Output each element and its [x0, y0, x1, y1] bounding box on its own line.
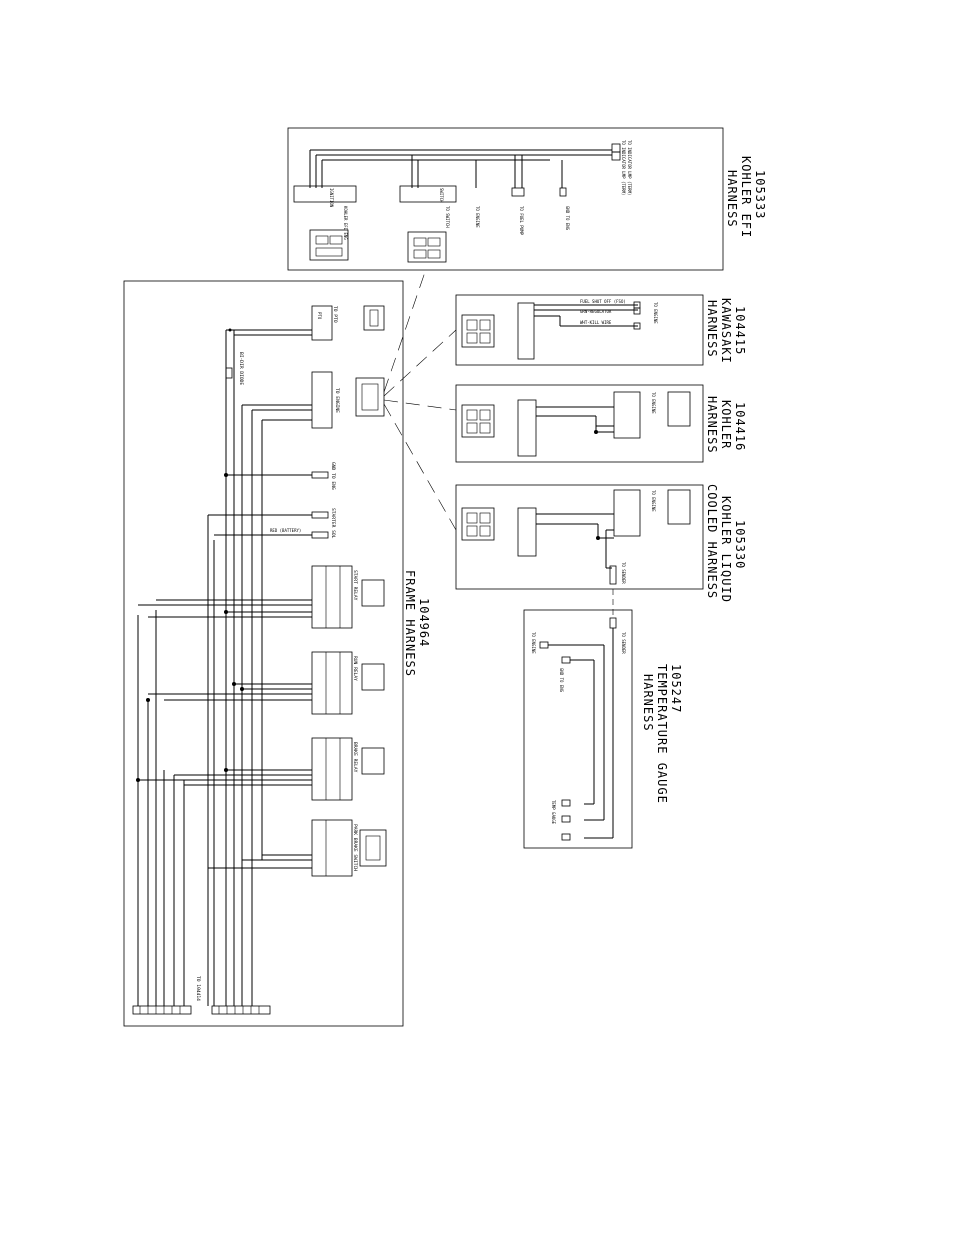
efi-harness-title: 105333 KOHLER EFI HARNESS: [725, 156, 767, 238]
svg-text:HARNESS: HARNESS: [725, 170, 739, 228]
svg-text:WHT-KILL WIRE: WHT-KILL WIRE: [580, 320, 612, 325]
svg-text:GND TO ENG: GND TO ENG: [565, 206, 570, 231]
svg-text:IGNITION: IGNITION: [329, 188, 334, 208]
svg-text:COOLED HARNESS: COOLED HARNESS: [705, 484, 719, 599]
frame-harness-title: 104964 FRAME HARNESS: [403, 570, 431, 677]
svg-text:TO ENGINE: TO ENGINE: [475, 206, 480, 228]
svg-text:FUEL SHUT OFF (FSO): FUEL SHUT OFF (FSO): [580, 299, 626, 304]
efi-fuel-pump-terminal: [511, 187, 525, 197]
svg-text:TO PTO: TO PTO: [332, 306, 338, 323]
kohler-harness-title: 104416 KOHLER HARNESS: [705, 396, 747, 454]
svg-text:FRAME HARNESS: FRAME HARNESS: [403, 570, 417, 677]
efi-indicator-terminal-1: [611, 143, 621, 153]
frame-harness-border: [123, 280, 404, 1027]
efi-switch-plug: [407, 231, 447, 263]
svg-text:105333: 105333: [753, 170, 767, 219]
park-brake-switch: PARK BRAKE SWITCH: [311, 819, 387, 877]
kohler-harness: TO ENGINE 104416 KOHLER HARNESS: [455, 384, 747, 463]
svg-text:START RELAY: START RELAY: [352, 570, 358, 601]
red-battery-label: RED (BATTERY): [270, 528, 301, 533]
starter-terminal-a: [311, 511, 329, 519]
svg-text:BRAKE RELAY: BRAKE RELAY: [352, 742, 358, 773]
svg-text:105247: 105247: [669, 664, 683, 713]
starter-sol-label: STARTER SOL: [330, 508, 336, 539]
kawasaki-harness-border: [455, 294, 704, 366]
svg-text:TO ENGINE: TO ENGINE: [653, 302, 658, 324]
temp-harness-border: [523, 609, 633, 849]
bi-dir-diode-label: BI-DIR DIODE: [238, 352, 244, 385]
efi-harness-border: [287, 127, 724, 271]
svg-text:TO INDICATOR LMP (TERM): TO INDICATOR LMP (TERM): [621, 140, 626, 195]
svg-text:105330: 105330: [733, 520, 747, 569]
liquid-harness-title: 105330 KOHLER LIQUID COOLED HARNESS: [705, 484, 747, 603]
svg-text:104964: 104964: [417, 598, 431, 647]
svg-text:TO SENDER: TO SENDER: [621, 562, 626, 584]
run-relay: RUN RELAY: [311, 651, 385, 715]
kawasaki-harness: FUEL SHUT OFF (FSO) GRN-REGULATOR WHT-KI…: [455, 294, 747, 366]
svg-text:GND TO ENG: GND TO ENG: [559, 668, 564, 693]
temp-harness-title: 105247 TEMPERATURE GAUGE HARNESS: [641, 664, 683, 804]
bi-dir-diode: [225, 367, 233, 379]
svg-text:PARK BRAKE SWITCH: PARK BRAKE SWITCH: [352, 824, 358, 871]
svg-text:KAWASAKI: KAWASAKI: [719, 298, 733, 364]
svg-text:KOHLER EFI: KOHLER EFI: [739, 156, 753, 238]
splice-dots: [136, 328, 244, 782]
engine-connector: TO ENGINE: [311, 371, 385, 429]
start-relay: START RELAY: [311, 565, 385, 629]
efi-gnd-terminal: [559, 187, 567, 197]
svg-text:TO SENDER: TO SENDER: [621, 632, 626, 654]
kawasaki-harness-title: 104415 KAWASAKI HARNESS: [705, 298, 747, 364]
liquid-harness-border: [455, 484, 704, 590]
to-104414-label: TO 104414: [195, 976, 201, 1001]
svg-text:TO ENGINE: TO ENGINE: [651, 490, 656, 512]
efi-switch: [399, 185, 457, 203]
temperature-gauge-harness: TO SENDER TO ENGINE GND TO ENG TEMP GAUG…: [523, 609, 683, 849]
svg-text:TO FUEL PUMP: TO FUEL PUMP: [519, 206, 524, 235]
efi-harness: IGNITION SWITCH TO INDICATOR LMP (TERM) …: [287, 127, 767, 271]
svg-text:TO ENGINE: TO ENGINE: [334, 388, 340, 413]
svg-text:PTO: PTO: [317, 312, 322, 320]
gnd-to-eng-label: GND TO ENG: [330, 462, 336, 490]
svg-text:104416: 104416: [733, 402, 747, 451]
svg-text:TO ENGINE: TO ENGINE: [531, 632, 536, 654]
gnd-terminal: [311, 471, 329, 479]
svg-text:TEMP GAUGE: TEMP GAUGE: [551, 800, 556, 825]
svg-text:104415: 104415: [733, 306, 747, 355]
svg-text:TEMPERATURE GAUGE: TEMPERATURE GAUGE: [655, 664, 669, 804]
svg-text:GRN-REGULATOR: GRN-REGULATOR: [580, 309, 612, 314]
svg-text:HARNESS: HARNESS: [705, 300, 719, 358]
connector-104414-b: [211, 1005, 271, 1015]
pto-connector: TO PTO PTO: [311, 305, 385, 341]
efi-engine-plug: [309, 229, 349, 261]
svg-text:TO INDICATOR LMP (TERM): TO INDICATOR LMP (TERM): [627, 140, 632, 195]
efi-ignition-switch: [293, 185, 357, 203]
svg-text:HARNESS: HARNESS: [705, 396, 719, 454]
kohler-harness-border: [455, 384, 704, 463]
svg-text:KOHLER: KOHLER: [719, 400, 733, 449]
svg-text:TO ENGINE: TO ENGINE: [651, 392, 656, 414]
liquid-cooled-harness: TO ENGINE TO SENDER 105330 KOHLER LIQUID…: [455, 484, 747, 618]
efi-indicator-terminal-2: [611, 151, 621, 161]
frame-harness: TO 104414: [123, 280, 431, 1027]
starter-terminal-b: [311, 531, 329, 539]
svg-text:SWITCH: SWITCH: [439, 188, 444, 203]
connector-104414-a: [132, 1005, 192, 1015]
svg-text:KOHLER LIQUID: KOHLER LIQUID: [719, 496, 733, 603]
svg-text:KOHLER EFI ENG: KOHLER EFI ENG: [343, 206, 348, 240]
svg-text:HARNESS: HARNESS: [641, 674, 655, 732]
frame-trunk-wires: [137, 330, 263, 1006]
svg-text:RUN RELAY: RUN RELAY: [352, 656, 358, 681]
svg-text:TO SWITCH: TO SWITCH: [445, 206, 450, 228]
leader-lines: [383, 271, 457, 531]
brake-relay: BRAKE RELAY: [311, 737, 385, 801]
